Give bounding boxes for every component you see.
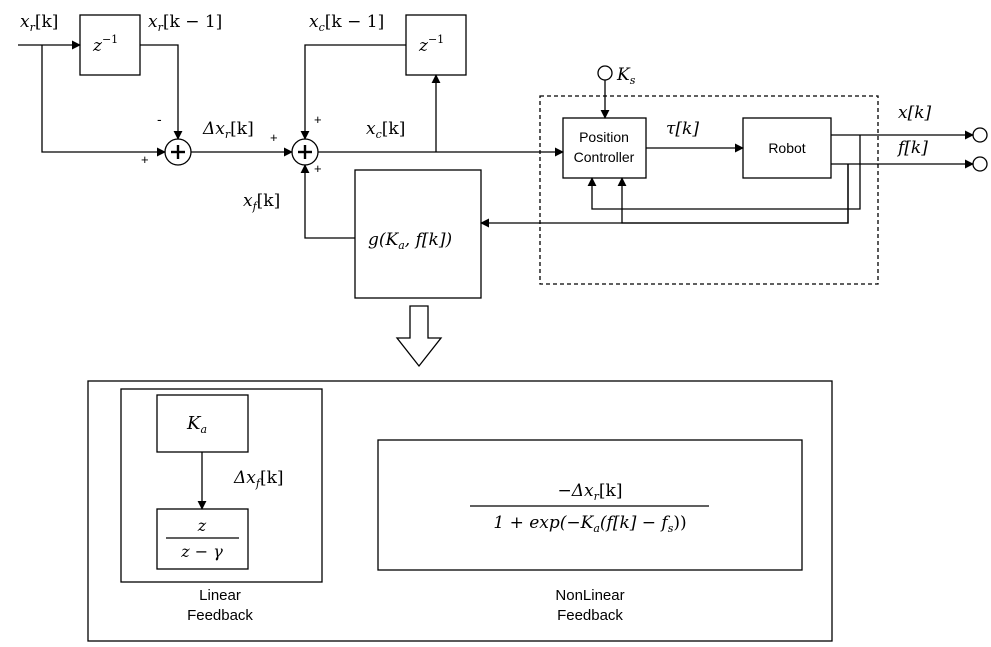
ks-input-terminal <box>597 65 613 81</box>
delay-label-xr: z−1 <box>92 33 118 56</box>
position-controller-label-line1: Position <box>579 129 629 145</box>
sign-sum2-top: + <box>314 112 322 127</box>
label-xc-km1: xc[k − 1] <box>309 12 384 34</box>
f-output-terminal <box>972 156 988 172</box>
nonlinear-feedback-label-line1: NonLinear <box>555 587 624 604</box>
summing-junction-1 <box>164 138 192 166</box>
label-delta-xr: Δxr[k] <box>202 119 254 141</box>
label-f-out: f[k] <box>896 138 928 158</box>
label-xr-k: xr[k] <box>20 12 58 34</box>
detail-panel <box>87 380 833 642</box>
g-function-block <box>354 169 482 299</box>
delay-label-xc: z−1 <box>418 33 444 56</box>
line-delay-to-sum1 <box>140 44 183 140</box>
label-xc-k: xc[k] <box>366 119 405 141</box>
nonlinear-feedback-label-line2: Feedback <box>557 607 623 624</box>
label-ks: Ks <box>616 65 636 87</box>
robot-label: Robot <box>768 140 805 156</box>
sign-sum2-bottom: + <box>314 161 322 176</box>
linear-feedback-label-line2: Feedback <box>187 607 253 624</box>
label-x-out: x[k] <box>898 103 932 123</box>
nl-denominator: 1 + exp(−Ka(f[k] − fs)) <box>493 513 686 535</box>
line-f-feedback-to-controller <box>617 164 849 224</box>
g-function-label: g(Ka, f[k]) <box>368 230 452 252</box>
line-f-feedback-to-g <box>480 164 849 228</box>
ka-label: Ka <box>186 413 207 436</box>
tf-numerator: z <box>197 516 207 535</box>
robot-system-dashed-box <box>539 95 879 285</box>
label-xr-km1: xr[k − 1] <box>148 12 222 34</box>
sign-sum2-left: + <box>270 130 278 145</box>
expand-arrow-icon <box>395 305 443 368</box>
label-delta-xf: Δxf[k] <box>233 468 284 490</box>
label-xf-k: xf[k] <box>243 191 280 213</box>
sign-sum1-left: + <box>141 152 149 167</box>
linear-feedback-box <box>120 388 323 583</box>
linear-feedback-label-line1: Linear <box>199 587 241 604</box>
tf-denominator: z − γ <box>180 542 223 561</box>
line-x-feedback-to-controller <box>587 135 861 210</box>
x-output-terminal <box>972 127 988 143</box>
position-controller-label-line2: Controller <box>574 149 635 165</box>
line-g-to-sum2 <box>300 164 355 239</box>
line-xr-to-sum1 <box>41 45 166 157</box>
nonlinear-feedback-box <box>377 439 803 571</box>
label-tau: τ[k] <box>666 119 699 139</box>
sign-sum1-top: - <box>157 111 162 127</box>
nl-numerator: −Δxr[k] <box>558 481 623 503</box>
position-controller-block <box>562 117 647 179</box>
line-delay-xc-to-sum2 <box>300 44 406 140</box>
